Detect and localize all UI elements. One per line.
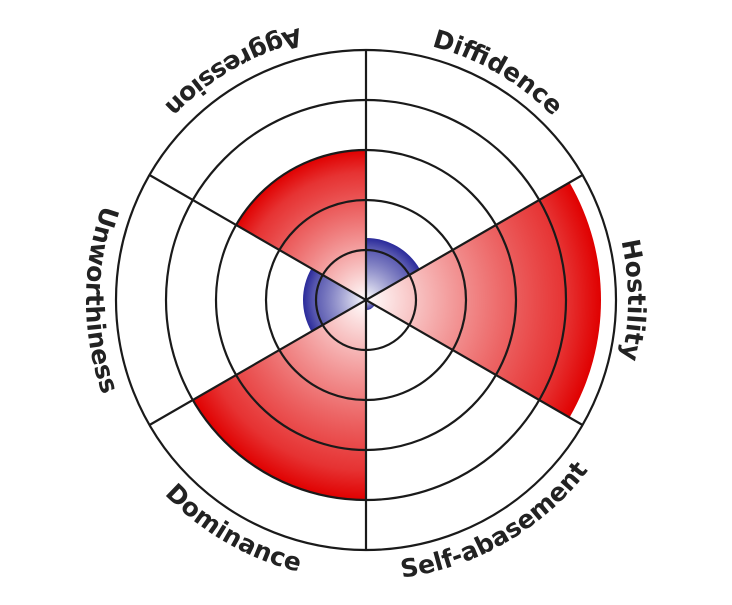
sector-dominance: [192, 300, 366, 500]
label-unworthiness: Unworthiness: [80, 203, 124, 397]
label-diffidence: Diffidence: [430, 24, 569, 121]
sector-diffidence: [366, 238, 420, 300]
sector-hostility: [366, 182, 601, 418]
label-aggression: Aggression: [160, 22, 306, 122]
label-self-abasement: Self-abasement: [398, 456, 593, 584]
grid-spoke: [148, 174, 584, 426]
label-dominance: Dominance: [160, 478, 305, 578]
label-hostility: Hostility: [616, 237, 652, 364]
